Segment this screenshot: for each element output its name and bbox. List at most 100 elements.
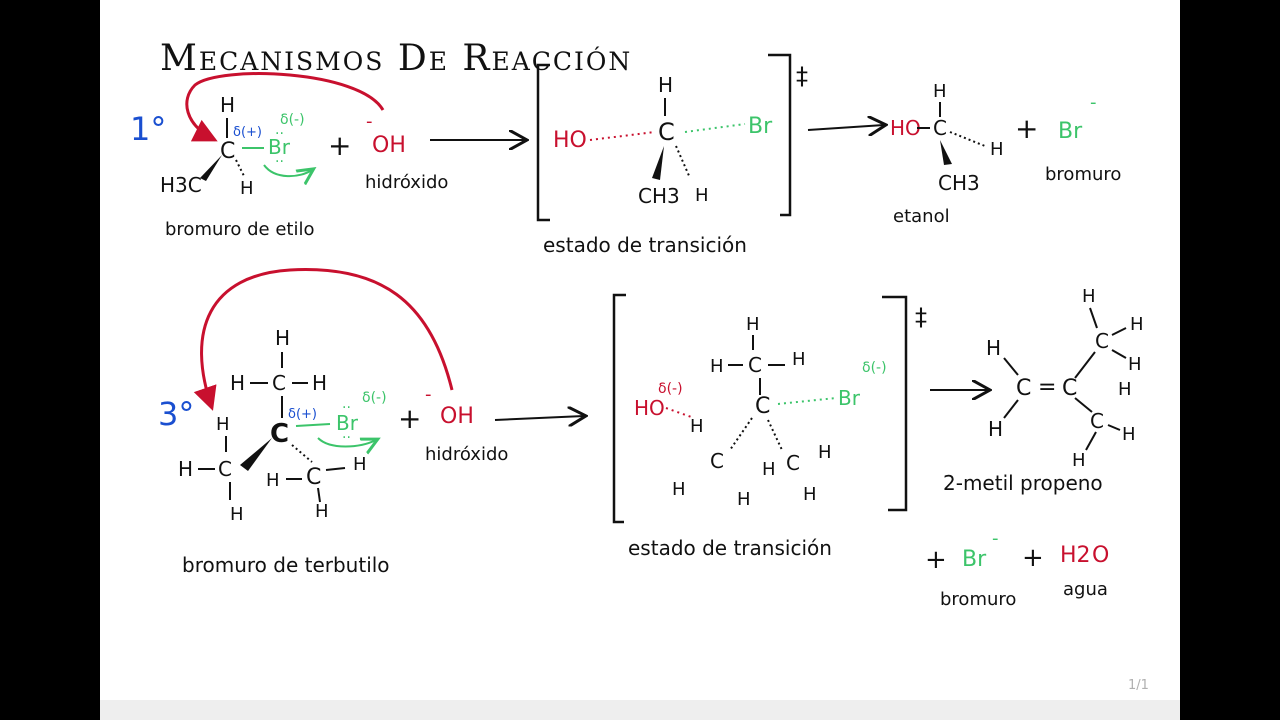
r2-prod-h8: H <box>1072 450 1086 471</box>
r2-prod-h2: H <box>988 417 1003 441</box>
r1-substrate-label: bromuro de etilo <box>165 219 315 240</box>
r1-ts-carbon: C <box>658 118 675 146</box>
r2-prod-h3: H <box>1082 286 1096 307</box>
r2-ts-bracket-right <box>882 295 908 512</box>
r2-prod-bond-h8 <box>1085 431 1097 451</box>
r1-bromide-charge: - <box>1090 92 1097 113</box>
r2-hash <box>291 444 313 463</box>
r1-ts-ho: HO <box>553 128 587 153</box>
r2-ts-h-c: H <box>737 489 751 510</box>
r2-ts-h-a: H <box>690 416 704 437</box>
leaving-group-arrow <box>263 164 312 176</box>
r2-substrate-label: bromuro de terbutilo <box>182 553 390 577</box>
r2-delta-minus: δ(-) <box>362 390 387 406</box>
r2-bromide: Br <box>962 547 987 572</box>
r1-wedge-bond <box>200 155 222 181</box>
r2-h-mid: H <box>266 470 280 491</box>
r1-hydroxide: OH <box>372 133 406 158</box>
r2-ts-carbon: C <box>755 394 770 419</box>
r2-h-left-bottom: H <box>230 504 244 525</box>
r2-delta-plus: δ(+) <box>288 407 317 422</box>
r2-prod-bond-h4 <box>1111 327 1127 336</box>
r1-h-top: H <box>220 93 235 117</box>
r2-bond-mid-bottom <box>317 487 321 503</box>
r1-prod-hash <box>949 131 986 147</box>
r2-prod-h7: H <box>1122 424 1136 445</box>
r2-ts-h-ch-right: H <box>792 349 806 370</box>
r1-bromide: Br <box>1058 119 1083 144</box>
r2-ts-h-b: H <box>672 479 686 500</box>
nucleophile-attack-arrow <box>185 72 385 142</box>
r1-prod-ch3: CH3 <box>938 171 980 195</box>
r2-prod-h6: H <box>1118 379 1132 400</box>
r1-h-bottom: H <box>240 178 254 199</box>
r1-delta-plus: δ(+) <box>233 125 262 140</box>
r2-br-lone-pair-bottom: ·· <box>342 430 351 446</box>
r1-ts-bracket-right <box>768 53 792 217</box>
r2-prod-bond-h3 <box>1089 307 1098 329</box>
r1-hydroxide-label: hidróxido <box>365 172 448 193</box>
r2-prod-c2: C <box>1062 376 1077 401</box>
r2-ts-bracket-left <box>612 293 626 524</box>
r2-wedge <box>240 438 272 471</box>
r2-c-mid: C <box>306 465 321 490</box>
r2-c-up: C <box>272 371 286 395</box>
r2-reaction-arrow-1 <box>494 416 584 420</box>
r1-ts-ch3: CH3 <box>638 184 680 208</box>
r2-prod-bond-h7 <box>1107 424 1121 431</box>
r2-ts-double-dagger: ‡ <box>915 303 927 331</box>
r2-hydroxide-label: hidróxido <box>425 444 508 465</box>
r2-prod-h1: H <box>986 336 1001 360</box>
r2-h-mid-bottom: H <box>315 501 329 522</box>
reaction1-order: 1° <box>130 110 166 148</box>
r2-prod-double-bond: = <box>1038 375 1056 400</box>
r2-ts-ho-partial-bond <box>665 407 695 419</box>
r1-br: Br <box>268 135 291 159</box>
r2-ts-h-d: H <box>762 459 776 480</box>
r2-h-left: H <box>178 457 193 481</box>
r1-ts-h-top: H <box>658 73 673 97</box>
r2-prod-bond-h5 <box>1111 349 1127 359</box>
r1-bromide-label: bromuro <box>1045 164 1121 185</box>
r1-ts-br-partial-bond <box>684 123 746 133</box>
r1-ts-wedge <box>652 146 664 180</box>
r2-prod-c1: C <box>1016 376 1031 401</box>
r2-h-mid-right: H <box>353 454 367 475</box>
r2-h-top: H <box>275 326 290 350</box>
r1-hydroxide-charge: - <box>366 111 373 132</box>
r2-prod-bond-h2 <box>1003 399 1019 419</box>
r1-hash-bond <box>235 159 245 177</box>
r1-carbon: C <box>220 139 235 164</box>
r2-ts-hash-right <box>767 419 783 451</box>
r1-br-lone-pair-top: ·· <box>275 126 284 142</box>
r2-plus: + <box>398 402 421 435</box>
document-page <box>100 0 1180 700</box>
r2-water-h2: H2 <box>1060 543 1091 568</box>
r2-leaving-group-arrow <box>317 437 376 447</box>
r2-ts-br-partial-bond <box>777 397 837 405</box>
r2-ts-c-left: C <box>710 449 724 473</box>
r2-br-lone-pair-top: ·· <box>342 400 351 416</box>
r2-ts-h-e: H <box>818 442 832 463</box>
r2-prod-c3: C <box>1095 329 1109 353</box>
r2-c-left: C <box>218 457 232 481</box>
r1-ts-hash <box>675 145 691 179</box>
r1-delta-minus: δ(-) <box>280 112 305 128</box>
r2-h-ch-left: H <box>230 371 245 395</box>
r2-bond-mid-right <box>325 467 346 471</box>
r2-h-left-top: H <box>216 414 230 435</box>
r1-prod-h-top: H <box>933 81 947 102</box>
r1-ts-h-bottom: H <box>695 185 709 206</box>
r1-ts-double-dagger: ‡ <box>796 62 808 90</box>
page-indicator: 1/1 <box>1128 678 1149 693</box>
r2-prod-bond-c2-c4 <box>1074 397 1093 413</box>
r1-h3c: H3C <box>160 173 202 197</box>
r2-prod-c4: C <box>1090 409 1104 433</box>
r2-bromide-charge: - <box>992 528 999 549</box>
r2-ts-br-delta: δ(-) <box>862 360 887 376</box>
r1-prod-carbon: C <box>933 116 947 140</box>
r2-hydroxide-charge: - <box>425 384 432 405</box>
r1-plus-2: + <box>1015 112 1038 145</box>
r2-prod-bond-c2-c3 <box>1074 351 1096 379</box>
r2-hydroxide: OH <box>440 404 474 429</box>
